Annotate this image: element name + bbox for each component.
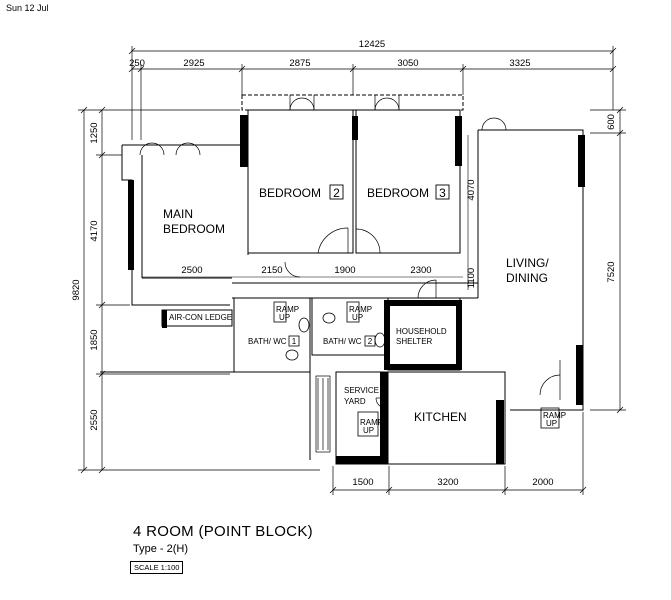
dim-inner-0: 2500 [181,265,202,276]
label-ramp-4b: UP [546,419,557,428]
label-shelter: SHELTER [396,337,433,346]
dim-inner-v0: 4070 [466,179,477,200]
label-bath-2-number: 2 [368,337,373,346]
label-ramp-3a: RAMP [360,418,383,427]
walls-outline [100,94,584,465]
dim-top-3: 3050 [397,58,418,69]
dimension-lines-inner [142,135,469,290]
dim-top-total: 12425 [359,39,385,50]
plan-title: 4 ROOM (POINT BLOCK) [133,523,313,540]
label-aircon-ledge: AIR-CON LEDGE [169,313,232,322]
dimension-lines-top [128,46,617,140]
dim-top-1: 2925 [183,58,204,69]
scale-badge: SCALE 1:100 [130,561,184,574]
dim-right-0: 600 [606,114,617,130]
label-bath-1-number: 1 [292,337,297,346]
dim-bottom-1: 3200 [437,477,458,488]
label-ramp-1a: RAMP [276,305,299,314]
dim-top-4: 3325 [509,58,530,69]
label-ramp-4a: RAMP [543,411,566,420]
status-bar-date: Sun 12 Jul [6,3,49,13]
label-bath-1: BATH/ WC [248,337,287,346]
dim-left-1: 4170 [89,220,100,241]
label-ramp-2a: RAMP [349,305,372,314]
dimension-lines-bottom [329,412,587,495]
dimension-lines-right [590,106,626,414]
label-bedroom-3: BEDROOM [367,186,429,200]
dim-inner-3: 2300 [410,265,431,276]
label-main-bedroom-1: MAIN [163,207,193,221]
dim-left-0: 1250 [89,122,100,143]
dim-top-2: 2875 [289,58,310,69]
walls-structural [128,115,585,464]
dim-inner-2: 1900 [334,265,355,276]
label-ramp-2b: UP [352,313,363,322]
dim-bottom-2: 2000 [532,477,553,488]
label-kitchen: KITCHEN [414,410,467,424]
dim-right-1: 7520 [606,261,617,282]
door-swings [139,95,561,453]
label-living-1: LIVING/ [506,256,549,270]
dim-left-total: 9820 [71,279,82,300]
label-household: HOUSEHOLD [396,327,447,336]
label-main-bedroom-2: BEDROOM [163,222,225,236]
label-service: SERVICE [344,386,379,395]
label-bedroom-2-number: 2 [333,186,340,200]
dim-top-0: 250 [129,58,145,69]
label-living-2: DINING [506,271,548,285]
dimension-lines-left [78,106,320,474]
label-bedroom-3-number: 3 [439,186,446,200]
label-bedroom-2: BEDROOM [259,186,321,200]
dim-left-2: 1850 [89,329,100,350]
dim-left-3: 2550 [89,409,100,430]
label-yard: YARD [344,397,366,406]
dim-bottom-0: 1500 [352,477,373,488]
label-bath-2: BATH/ WC [323,337,362,346]
bathroom-fixtures [273,301,560,437]
label-ramp-1b: UP [279,313,290,322]
plan-subtitle: Type - 2(H) [133,543,189,555]
dim-inner-1: 2150 [261,265,282,276]
dim-inner-v1: 1100 [466,268,477,288]
label-ramp-3b: UP [363,426,374,435]
